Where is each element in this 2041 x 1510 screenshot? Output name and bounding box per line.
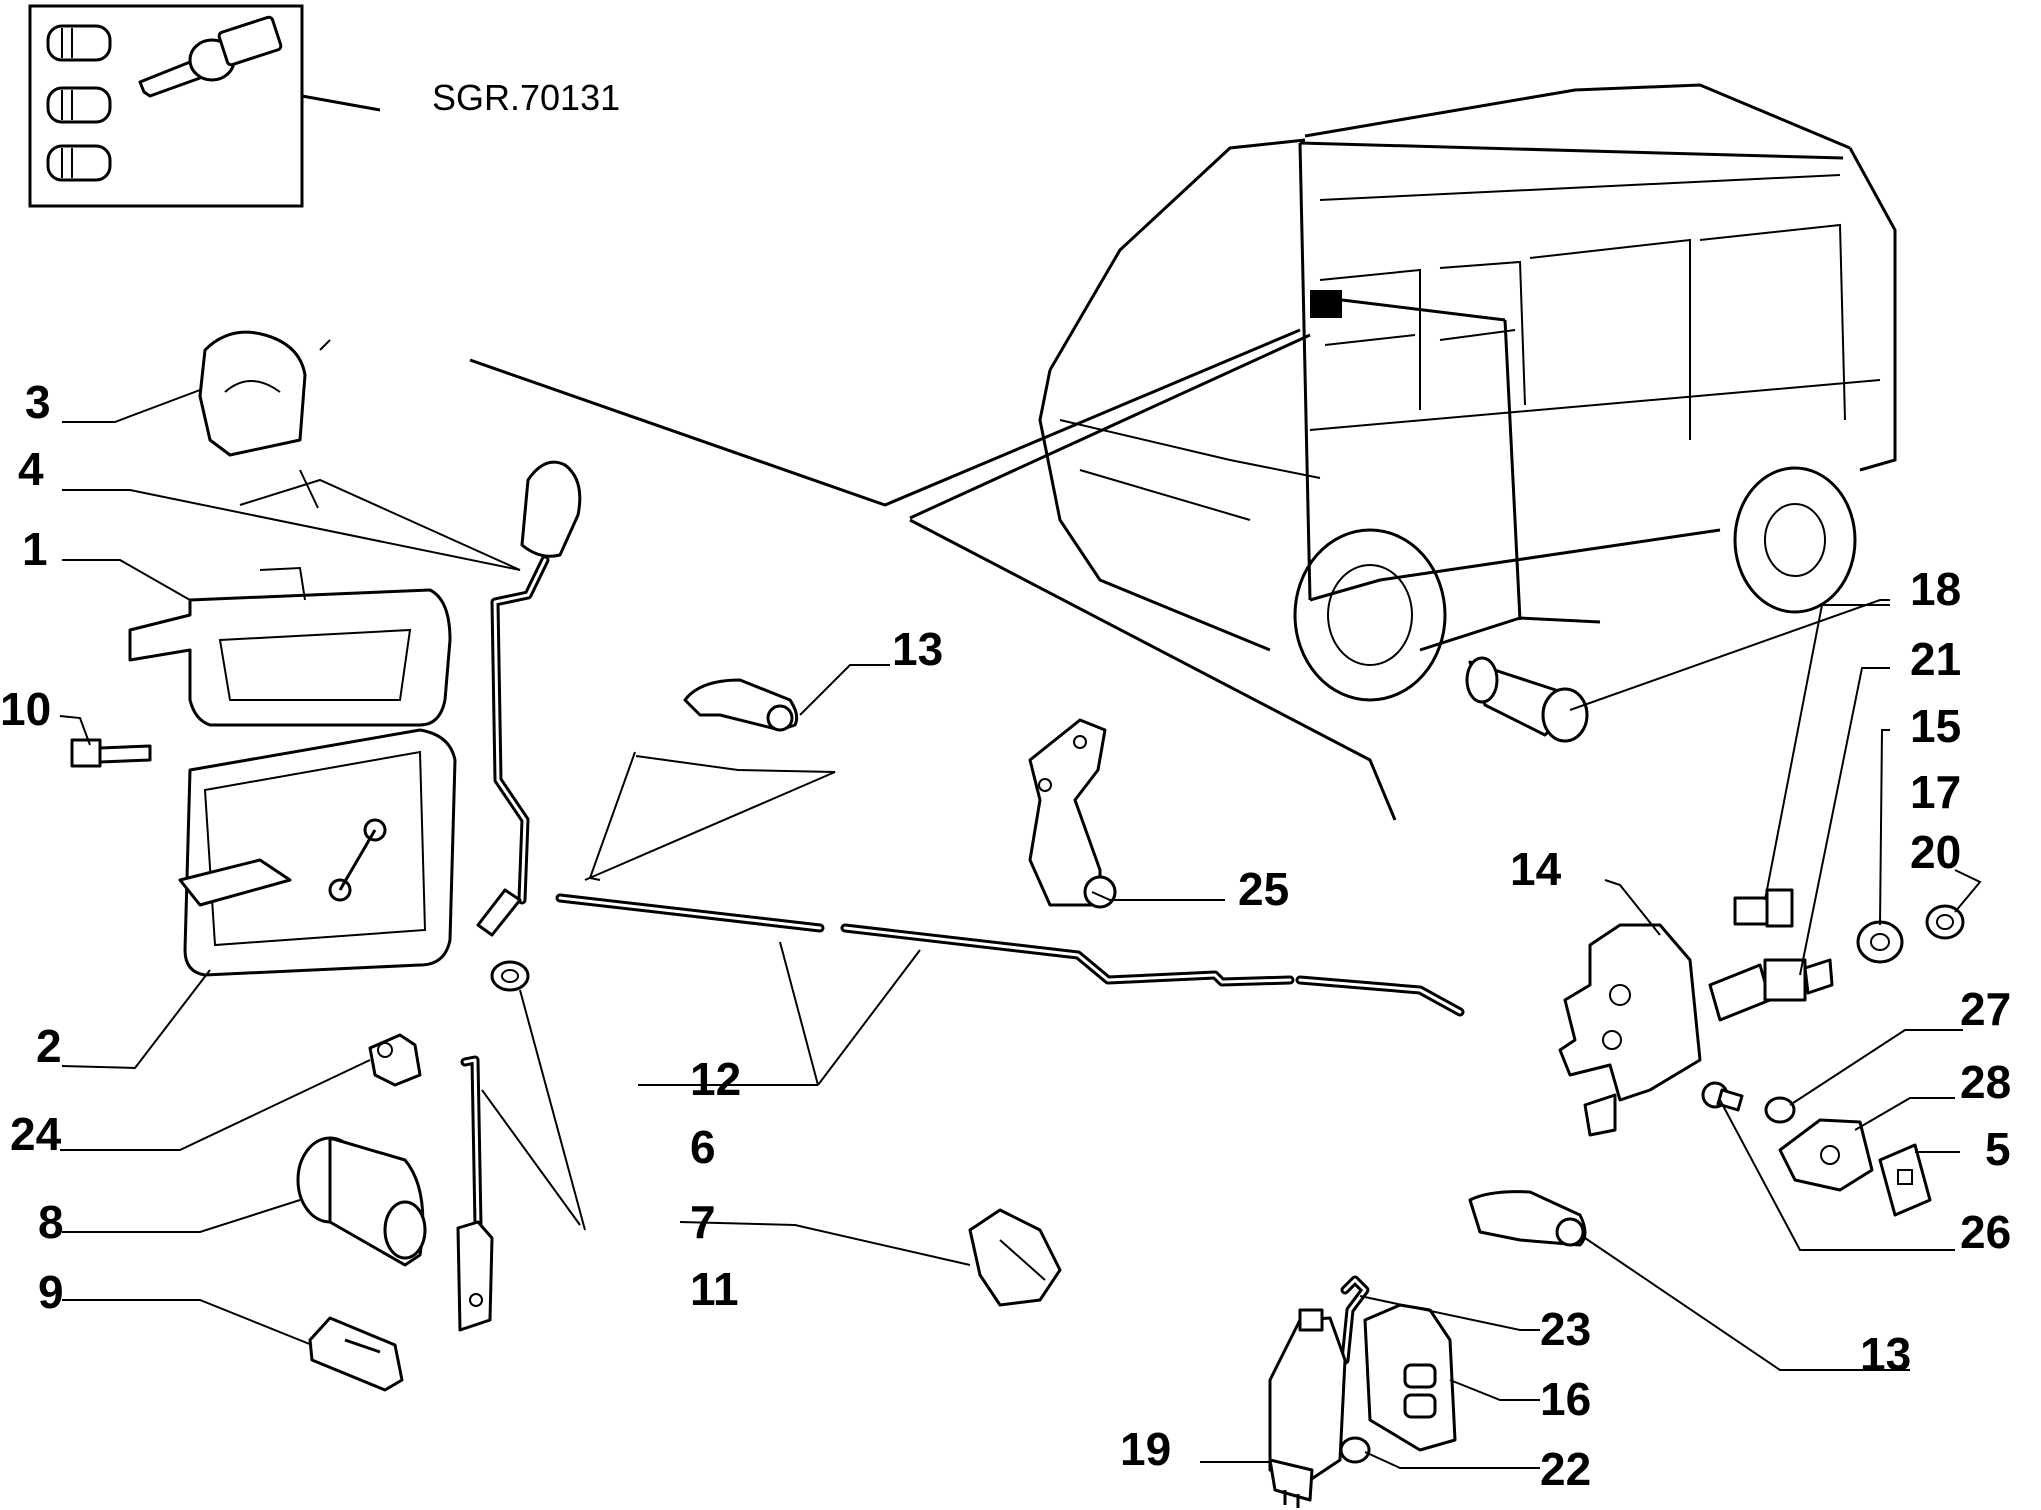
part-19-actuator [1268, 1308, 1347, 1508]
label-5: 5 [1985, 1123, 2011, 1175]
label-20: 20 [1910, 826, 1961, 878]
part-24-clip [368, 1033, 422, 1087]
part-12-long-rod [555, 893, 1465, 1017]
part-10-screw [70, 738, 152, 768]
van-illustration [1038, 83, 1897, 702]
part-21-bolt [1733, 888, 1794, 928]
label-2: 2 [36, 1020, 62, 1072]
label-19: 19 [1120, 1423, 1171, 1475]
part-27-nut [1764, 1096, 1796, 1124]
label-6: 6 [690, 1121, 716, 1173]
part-13-lever-clip [683, 678, 799, 732]
part-28-bracket [1778, 1118, 1874, 1192]
label-7: 7 [690, 1196, 716, 1248]
part-13-lever-clip [1468, 1190, 1587, 1247]
part-labels: 3 4 1 10 2 24 8 9 12 11 6 7 13 25 14 18 … [0, 376, 2011, 1495]
callout-line [469, 328, 1301, 507]
callout-line [909, 333, 1311, 520]
part-5-plate [1878, 1143, 1932, 1217]
label-4: 4 [18, 443, 44, 495]
label-27: 27 [1960, 983, 2011, 1035]
label-1: 1 [22, 523, 48, 575]
label-26: 26 [1960, 1206, 2011, 1258]
part-9-retaining-clip [308, 1316, 404, 1392]
label-13-upper: 13 [892, 623, 943, 675]
key-icon [138, 15, 283, 98]
part-11-rod-guide [968, 1208, 1062, 1307]
part-17-washer [1856, 920, 1904, 964]
part-6-nut [490, 960, 530, 992]
label-18: 18 [1910, 563, 1961, 615]
label-23: 23 [1540, 1303, 1591, 1355]
label-24: 24 [10, 1108, 62, 1160]
lock-set-box: SGR.70131 [28, 4, 620, 208]
part-1-outer-handle [128, 566, 452, 727]
part-16-plate [1363, 1303, 1457, 1452]
part-4-control-rod [476, 460, 582, 937]
label-3: 3 [25, 376, 51, 428]
label-11: 11 [690, 1263, 739, 1315]
part-2-handle-bracket [178, 728, 457, 977]
part-25-bracket [1028, 718, 1117, 909]
part-18-sleeve [1465, 656, 1589, 743]
leader-lines [59, 339, 1982, 1469]
part-15-striker-pin [1708, 958, 1834, 1022]
callout-line [909, 518, 1397, 821]
label-16: 16 [1540, 1373, 1591, 1425]
label-10: 10 [0, 683, 51, 735]
part-3-grip-cover [198, 330, 307, 457]
label-17: 17 [1910, 766, 1961, 818]
callout-line [1419, 616, 1601, 652]
label-8: 8 [38, 1196, 64, 1248]
part-8-lock-cylinder [296, 1136, 427, 1267]
part-7-pull-rod [456, 1055, 494, 1332]
label-21: 21 [1910, 633, 1961, 685]
label-22: 22 [1540, 1443, 1591, 1495]
label-15: 15 [1910, 700, 1961, 752]
label-14: 14 [1510, 843, 1562, 895]
part-22-nut [1339, 1436, 1371, 1464]
reference-code: SGR.70131 [432, 77, 620, 118]
part-20-washer [1925, 904, 1965, 940]
label-13-lower: 13 [1860, 1328, 1911, 1380]
lock-cylinder-icon [46, 24, 112, 182]
label-12: 12 [690, 1053, 741, 1105]
label-9: 9 [38, 1266, 64, 1318]
label-25: 25 [1238, 863, 1289, 915]
reference-leader [301, 94, 381, 112]
label-28: 28 [1960, 1056, 2011, 1108]
part-14-latch [1558, 923, 1702, 1137]
